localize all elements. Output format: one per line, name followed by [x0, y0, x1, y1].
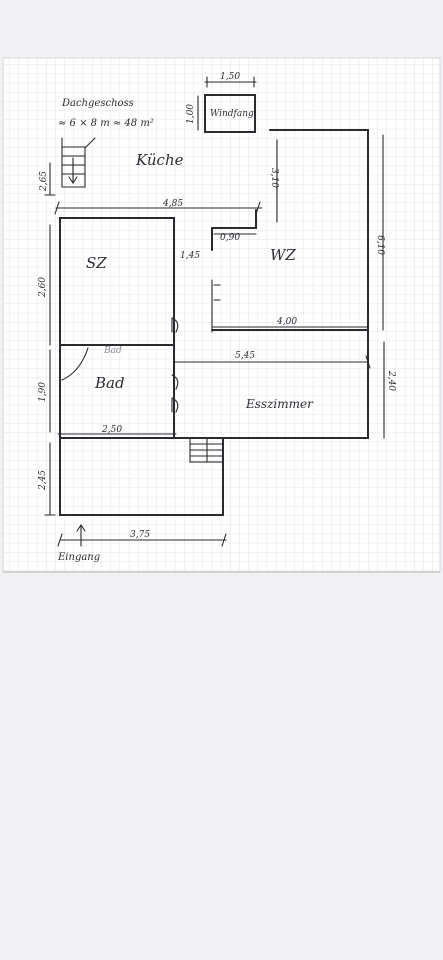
- grid-paper: [3, 58, 440, 572]
- door-symbols: [61, 284, 221, 413]
- kueche-depth-label: 3,10: [269, 168, 279, 188]
- wz-label: WZ: [270, 246, 296, 264]
- sz-label: SZ: [86, 254, 107, 272]
- esszimmer-label: Esszimmer: [245, 397, 314, 411]
- wz-step-label: 0,90: [220, 233, 240, 243]
- eingang-label: Eingang: [57, 552, 100, 563]
- plan-area: ≈ 6 × 8 m ≈ 48 m²: [58, 118, 154, 129]
- windfang-width-label: 1,50: [220, 72, 240, 82]
- kueche-width-label: 4,85: [162, 199, 183, 209]
- ess-height-label: 2,40: [386, 370, 396, 391]
- wz-width-label: 4,00: [276, 317, 297, 327]
- bad-height-label: 1,90: [38, 382, 48, 402]
- entry-width-label: 3,75: [130, 530, 150, 540]
- stairs-top: 2,65: [39, 137, 96, 196]
- bad-width-label: 2,50: [101, 425, 122, 435]
- windfang-label: Windfang: [210, 109, 254, 119]
- sz-height-label: 2,60: [38, 277, 48, 298]
- sz-right-label: 1,45: [180, 251, 200, 261]
- plan-title: Dachgeschoss: [61, 98, 134, 109]
- windfang-depth-label: 1,00: [186, 104, 196, 124]
- ess-width-label: 5,45: [235, 351, 255, 361]
- entry-height-label: 2,45: [38, 470, 48, 491]
- kueche-label: Küche: [135, 151, 184, 169]
- bad-small-label: Bad: [103, 346, 122, 356]
- house-walls: [59, 129, 369, 516]
- stairs-bottom: [189, 437, 224, 463]
- windfang-room: 1,50 1,00 Windfang: [186, 72, 257, 133]
- bad-label: Bad: [94, 374, 125, 392]
- wz-height-label: 6,10: [375, 235, 385, 255]
- stair-height-label: 2,65: [39, 171, 49, 192]
